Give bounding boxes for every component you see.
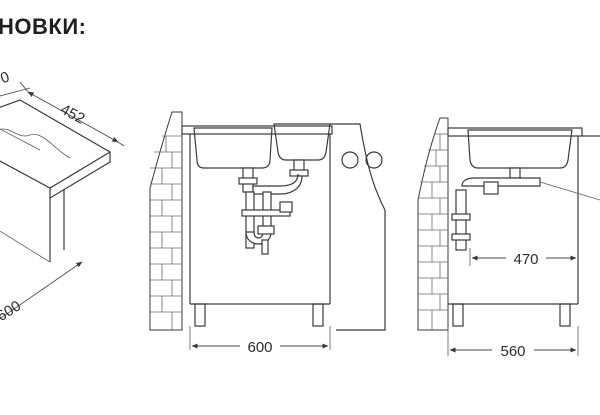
side-countertop [447, 127, 583, 137]
front-leg-right [312, 303, 324, 327]
countertop-edge [49, 152, 111, 200]
side-leg-back [452, 303, 464, 327]
front-countertop [181, 125, 333, 135]
front-brick-wall [149, 111, 183, 331]
side-sink-bowl [467, 129, 573, 169]
small-sink-bowl [273, 123, 331, 161]
front-siphon [238, 159, 309, 255]
perspective-view: 0 452 600 [0, 68, 125, 325]
front-view: 600 [149, 111, 386, 356]
width-dimension-line [0, 261, 83, 320]
depth-dimension-line [27, 91, 119, 143]
side-siphon [451, 167, 600, 251]
outlet-right [365, 151, 383, 169]
width-dimension-label: 600 [0, 297, 24, 325]
section-heading: НОВКИ: [0, 14, 87, 39]
countertop-top [0, 99, 112, 189]
outlet-left [341, 151, 359, 169]
side-brick-wall [417, 117, 449, 331]
partial-dimension-label: 0 [0, 68, 12, 87]
front-leg-left [194, 303, 206, 327]
side-width-label: 560 [500, 343, 525, 360]
side-leg-front [559, 303, 571, 327]
side-view: 470 560 [417, 117, 600, 360]
side-wall-bricks [418, 133, 448, 330]
large-sink-bowl [193, 127, 273, 169]
front-wall-bricks [150, 135, 182, 330]
side-depth-label: 470 [513, 251, 538, 268]
front-width-label: 600 [247, 339, 272, 356]
